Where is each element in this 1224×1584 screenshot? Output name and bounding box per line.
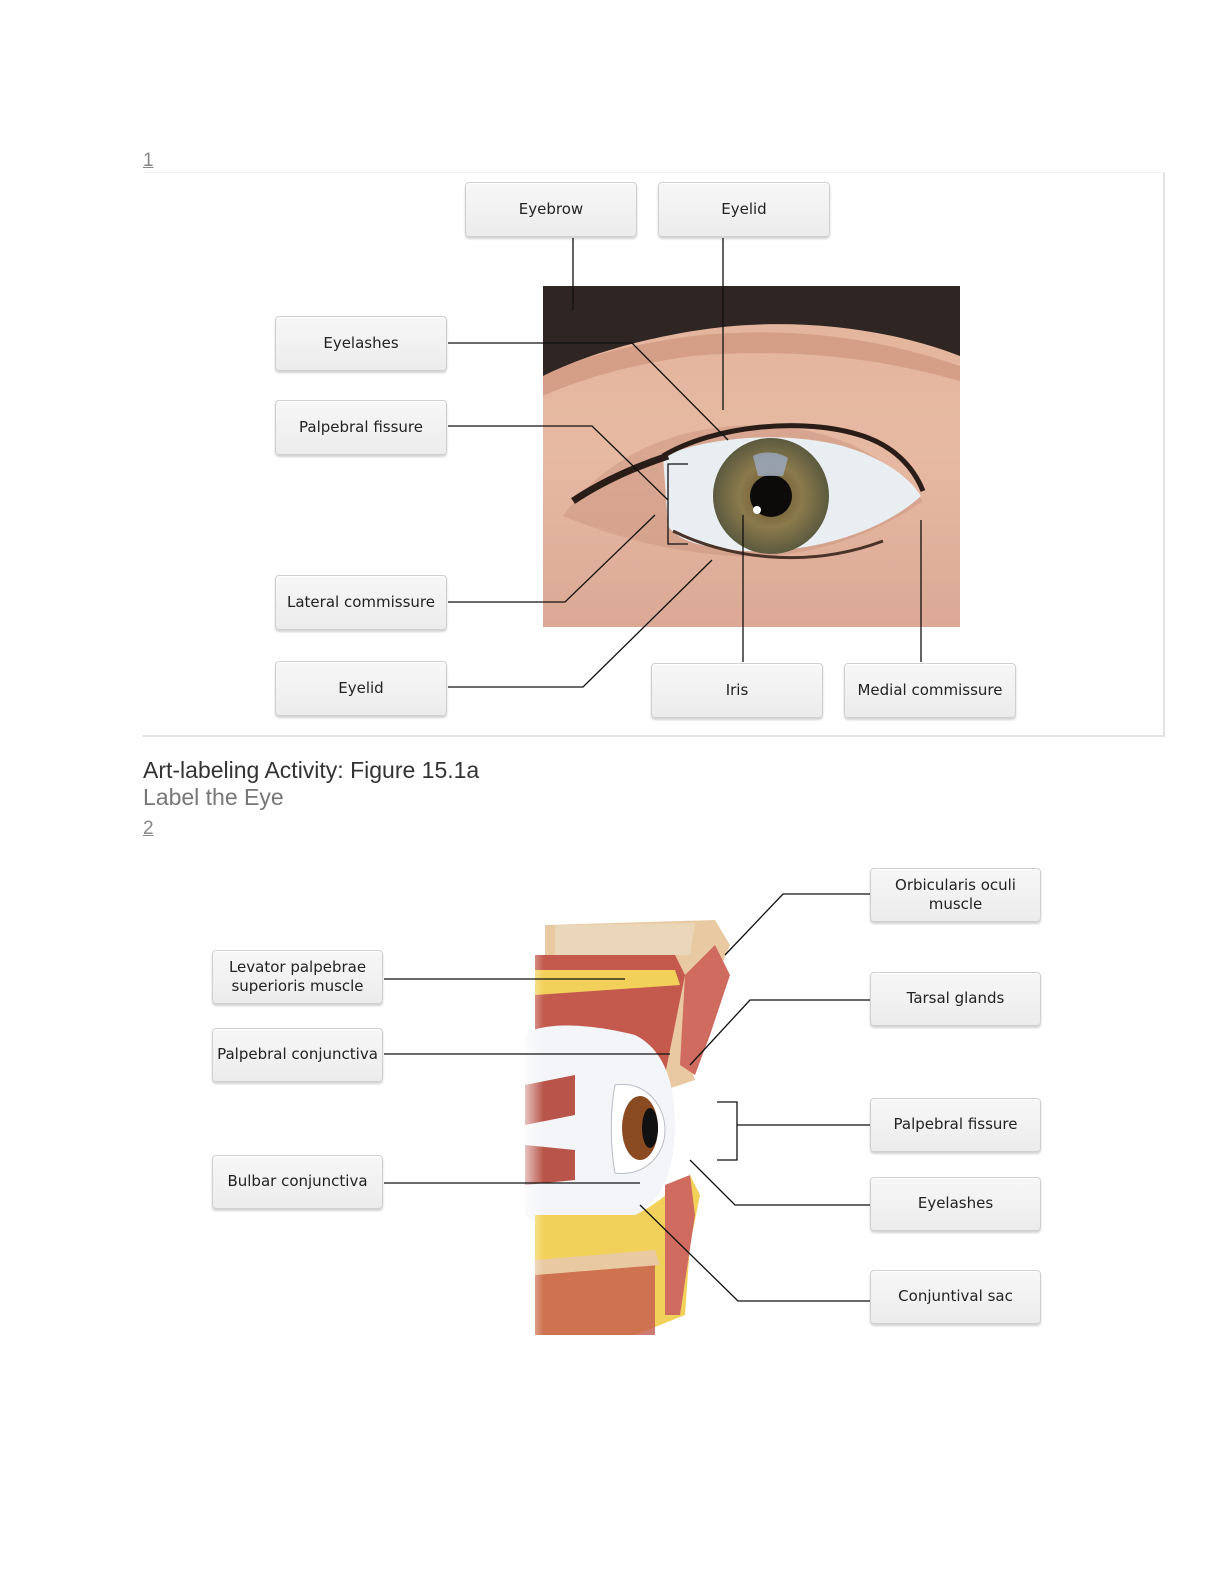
- figure-panel-1: [143, 172, 1165, 737]
- label-iris[interactable]: Iris: [651, 663, 823, 718]
- label-levator-palpebrae[interactable]: Levator palpebrae superioris muscle: [212, 950, 383, 1004]
- label-eyelid-bottom[interactable]: Eyelid: [275, 661, 447, 716]
- label-eyelid-top[interactable]: Eyelid: [658, 182, 830, 237]
- label-conjunctival-sac[interactable]: Conjuntival sac: [870, 1270, 1041, 1324]
- eye-sagittal-illustration: [515, 915, 755, 1355]
- label-eyelashes-2[interactable]: Eyelashes: [870, 1177, 1041, 1231]
- label-lateral-commissure[interactable]: Lateral commissure: [275, 575, 447, 630]
- activity-subtitle: Label the Eye: [143, 784, 284, 810]
- label-palpebral-fissure[interactable]: Palpebral fissure: [275, 400, 447, 455]
- label-palpebral-conjunctiva[interactable]: Palpebral conjunctiva: [212, 1028, 383, 1082]
- label-eyelashes[interactable]: Eyelashes: [275, 316, 447, 371]
- label-eyebrow[interactable]: Eyebrow: [465, 182, 637, 237]
- question-number-2[interactable]: 2: [143, 818, 154, 839]
- question-number-1[interactable]: 1: [143, 150, 154, 171]
- label-tarsal-glands[interactable]: Tarsal glands: [870, 972, 1041, 1026]
- label-medial-commissure[interactable]: Medial commissure: [844, 663, 1016, 718]
- label-palpebral-fissure-2[interactable]: Palpebral fissure: [870, 1098, 1041, 1152]
- label-bulbar-conjunctiva[interactable]: Bulbar conjunctiva: [212, 1155, 383, 1209]
- eye-photograph: [543, 286, 960, 627]
- activity-title: Art-labeling Activity: Figure 15.1a: [143, 757, 480, 783]
- label-orbicularis-oculi[interactable]: Orbicularis oculi muscle: [870, 868, 1041, 922]
